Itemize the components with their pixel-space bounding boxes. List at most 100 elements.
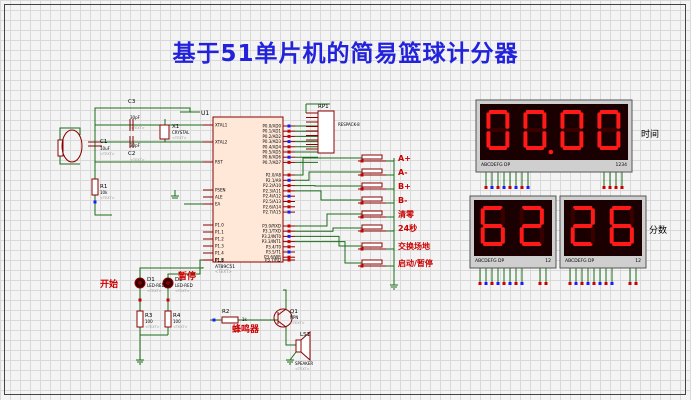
display-score-a-pin-label: 12 — [545, 258, 551, 264]
mcu-pin-label: P1.5 — [215, 258, 224, 263]
mcu-ref-label: U1 — [201, 110, 209, 117]
mcu-pin-state — [287, 145, 291, 149]
ls1-ref-label: LS1 — [300, 332, 310, 338]
display-score-a-digit-1-seg-d — [522, 242, 542, 246]
mcu-pin-label: P2.7/A15 — [263, 210, 281, 215]
display-score-a-digit-1-seg-g — [522, 224, 542, 228]
mcu-pin-state — [287, 224, 291, 228]
speaker-cone — [300, 330, 311, 362]
mcu-pin-state — [287, 205, 291, 209]
display-score-b-digit-0-seg-d — [573, 242, 593, 246]
time-label: 时间 — [641, 128, 659, 140]
display-score-b-digit-1-seg-c — [629, 227, 634, 244]
display-score-a-digit-0-seg-d — [483, 242, 503, 246]
display-score-b-pin-state — [586, 282, 590, 285]
button-label-4: 清零 — [398, 209, 415, 219]
display-time-digit-3-seg-f — [597, 112, 602, 129]
r1-text-placeholder: <TEXT> — [100, 196, 115, 200]
mcu-pin-label: RST — [215, 160, 223, 165]
display-score-a-pin-state — [478, 282, 482, 285]
mcu-pin-state — [287, 155, 291, 159]
display-score-a-pin-state — [544, 282, 548, 285]
mcu-pin-label: P3.1/TXD — [263, 229, 281, 234]
mcu-pin-label: P1.6 — [215, 258, 224, 263]
mcu-pin-label: P3.3/INT1 — [262, 239, 282, 244]
switch-pin-state — [360, 264, 364, 268]
mcu-pin-state — [287, 255, 291, 259]
display-time-pin-state — [620, 186, 624, 189]
display-score-b-digit-1-seg-d — [612, 242, 632, 246]
display-time-digit-1-seg-g — [525, 128, 544, 132]
mcu-pin-state — [287, 160, 291, 164]
pause-label: 暂停 — [178, 270, 196, 282]
display-time-pin-state — [526, 186, 530, 189]
mcu-pin-label: PSEN — [215, 188, 225, 193]
mcu-part-label: AT89C51 — [215, 264, 235, 270]
c1-text-placeholder: <TEXT> — [100, 152, 115, 156]
display-time-digit-1-seg-d — [525, 146, 544, 150]
resistor-pack — [317, 110, 335, 154]
led-d1-value-label: LED-RED — [147, 283, 165, 288]
led-d1-lens — [138, 281, 142, 285]
display-time-pin-state — [520, 186, 524, 189]
display-score-a-digit-1-seg-c — [539, 227, 544, 244]
mcu-pin-label: P2.1/A9 — [266, 178, 282, 183]
display-score-b-pin-state — [604, 282, 608, 285]
display-time-pin-state — [502, 186, 506, 189]
wire — [295, 171, 362, 181]
wire — [94, 107, 191, 126]
transistor-q1 — [273, 308, 293, 328]
mcu-pin-label: P0.3/AD3 — [263, 139, 282, 144]
led-d1-ref-label: D1 — [147, 277, 155, 283]
display-score-b-digit-0-seg-b — [590, 208, 595, 225]
mcu-pin-state — [287, 250, 291, 254]
display-time-digit-3-seg-b — [616, 112, 621, 129]
ls1-value-label: SPEAKER — [295, 361, 313, 366]
display-score-b-digit-1-seg-g — [612, 224, 632, 228]
mcu-pin-label: P3.7/RD — [265, 258, 281, 263]
mcu-pin-label: P0.1/AD1 — [263, 129, 282, 134]
push-button — [361, 242, 383, 248]
resistor-r3 — [136, 310, 144, 328]
push-button — [361, 210, 383, 216]
switch-pin-state — [360, 229, 364, 233]
display-score-b-pin-state — [592, 282, 596, 285]
display-score-a-pin-state — [514, 282, 518, 285]
mcu-pin-state — [287, 240, 291, 244]
display-time-pin-state — [614, 186, 618, 189]
display-score-b-pin-state — [598, 282, 602, 285]
r1-value-label: 10k — [100, 190, 108, 195]
display-time-digit-0-seg-g — [488, 128, 507, 132]
display-score-b-pin-label: 12 — [635, 258, 641, 264]
mcu-pin-label: XTAL2 — [215, 140, 228, 145]
display-time-digit-3-seg-e — [597, 131, 602, 148]
display-time-dp — [548, 149, 554, 155]
wire — [295, 241, 362, 264]
mcu-pin-label: P0.6/AD6 — [263, 155, 282, 160]
display-score-b-digit-0-seg-f — [570, 208, 575, 225]
q1-ref-label: Q1 — [290, 309, 298, 315]
score-label: 分数 — [649, 224, 667, 236]
rp1-ref-label: RP1 — [318, 104, 329, 110]
display-time-pin-state — [484, 186, 488, 189]
button-label-0: A+ — [398, 154, 411, 163]
display-score-b-segment-label: ABCDEFG DP — [565, 258, 595, 264]
display-time-digit-2-seg-a — [562, 110, 581, 114]
display-time-digit-1-seg-e — [523, 131, 528, 148]
r4-value-label: 100 — [173, 319, 181, 324]
mcu-pin-label: P2.5/A13 — [263, 199, 281, 204]
mcu-pin-state — [287, 178, 291, 182]
display-score-a-pin-state — [508, 282, 512, 285]
mcu-pin-state — [287, 200, 291, 203]
display-score-a-pin-state — [496, 282, 500, 285]
led-d2-ref-label: D2 — [175, 277, 183, 283]
parts-layer — [57, 99, 647, 362]
mcu-pin-label: P1.3 — [215, 244, 224, 249]
display-score-b-digit-1-seg-e — [609, 227, 614, 244]
sheet-border — [4, 4, 686, 395]
r2-pin-state — [212, 318, 216, 322]
display-time-pin-state — [608, 186, 612, 189]
mcu-pin-label: P0.4/AD4 — [263, 144, 282, 149]
display-score-a-digit-0-seg-f — [480, 208, 485, 225]
mcu-pin-state — [287, 189, 291, 193]
